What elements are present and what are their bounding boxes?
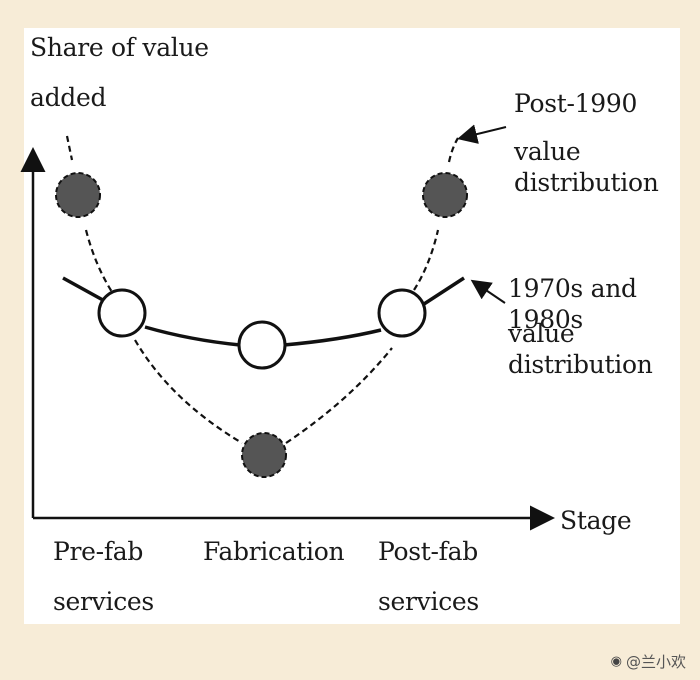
old-marker-prefab [97,288,147,338]
post1990-marker-prefab [55,172,101,218]
old-marker-postfab [377,288,427,338]
stage-fabrication-label: Fabrication [203,537,345,566]
stage-prefab-label-line1: Pre-fab [53,537,144,566]
old-label-line1: 1970s and 1980s [508,274,637,335]
post1990-distribution-curve [65,135,459,444]
stage-postfab-label-line1: Post-fab [378,537,478,566]
y-axis-label-line2: added [30,83,107,112]
watermark-text: @兰小欢 [625,653,686,671]
old-pointer-arrow [470,279,506,304]
old-distribution-curve [62,276,465,347]
weibo-icon: ◉ [610,654,622,669]
stage-prefab-label-line2: services [53,587,154,616]
post1990-marker-postfab [422,172,468,218]
old-marker-fabrication [237,320,287,370]
post1990-label-line2: value distribution [514,137,659,198]
post1990-marker-fabrication [241,432,287,478]
old-label-line2: value distribution [508,319,653,380]
post1990-pointer-arrow [457,124,507,144]
y-axis-label-line1: Share of value [30,33,209,62]
stage-postfab-label-line2: services [378,587,479,616]
watermark: ◉ @兰小欢 [611,651,686,672]
post1990-label-line1: Post-1990 [514,89,638,118]
x-axis-label: Stage [560,506,632,535]
